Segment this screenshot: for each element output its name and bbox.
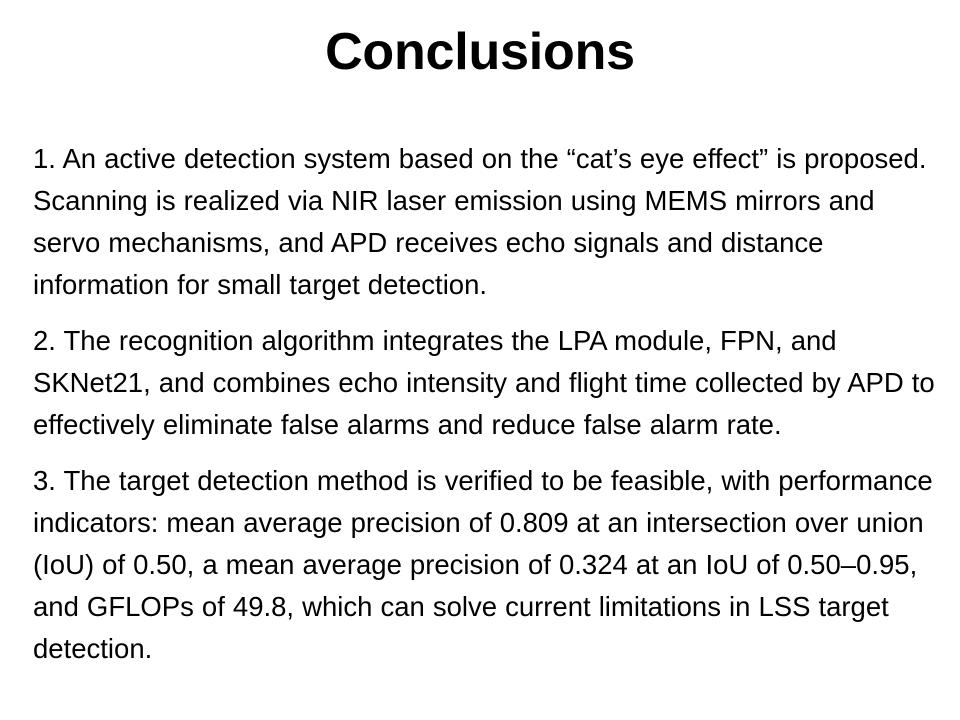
- page-title: Conclusions: [325, 23, 635, 81]
- conclusion-paragraph-2: 2. The recognition algorithm integrates …: [33, 325, 935, 440]
- conclusion-paragraph-1: 1. An active detection system based on t…: [33, 143, 927, 300]
- conclusion-paragraph-3: 3. The target detection method is verifi…: [33, 465, 933, 664]
- slide-body: 1. An active detection system based on t…: [33, 138, 941, 670]
